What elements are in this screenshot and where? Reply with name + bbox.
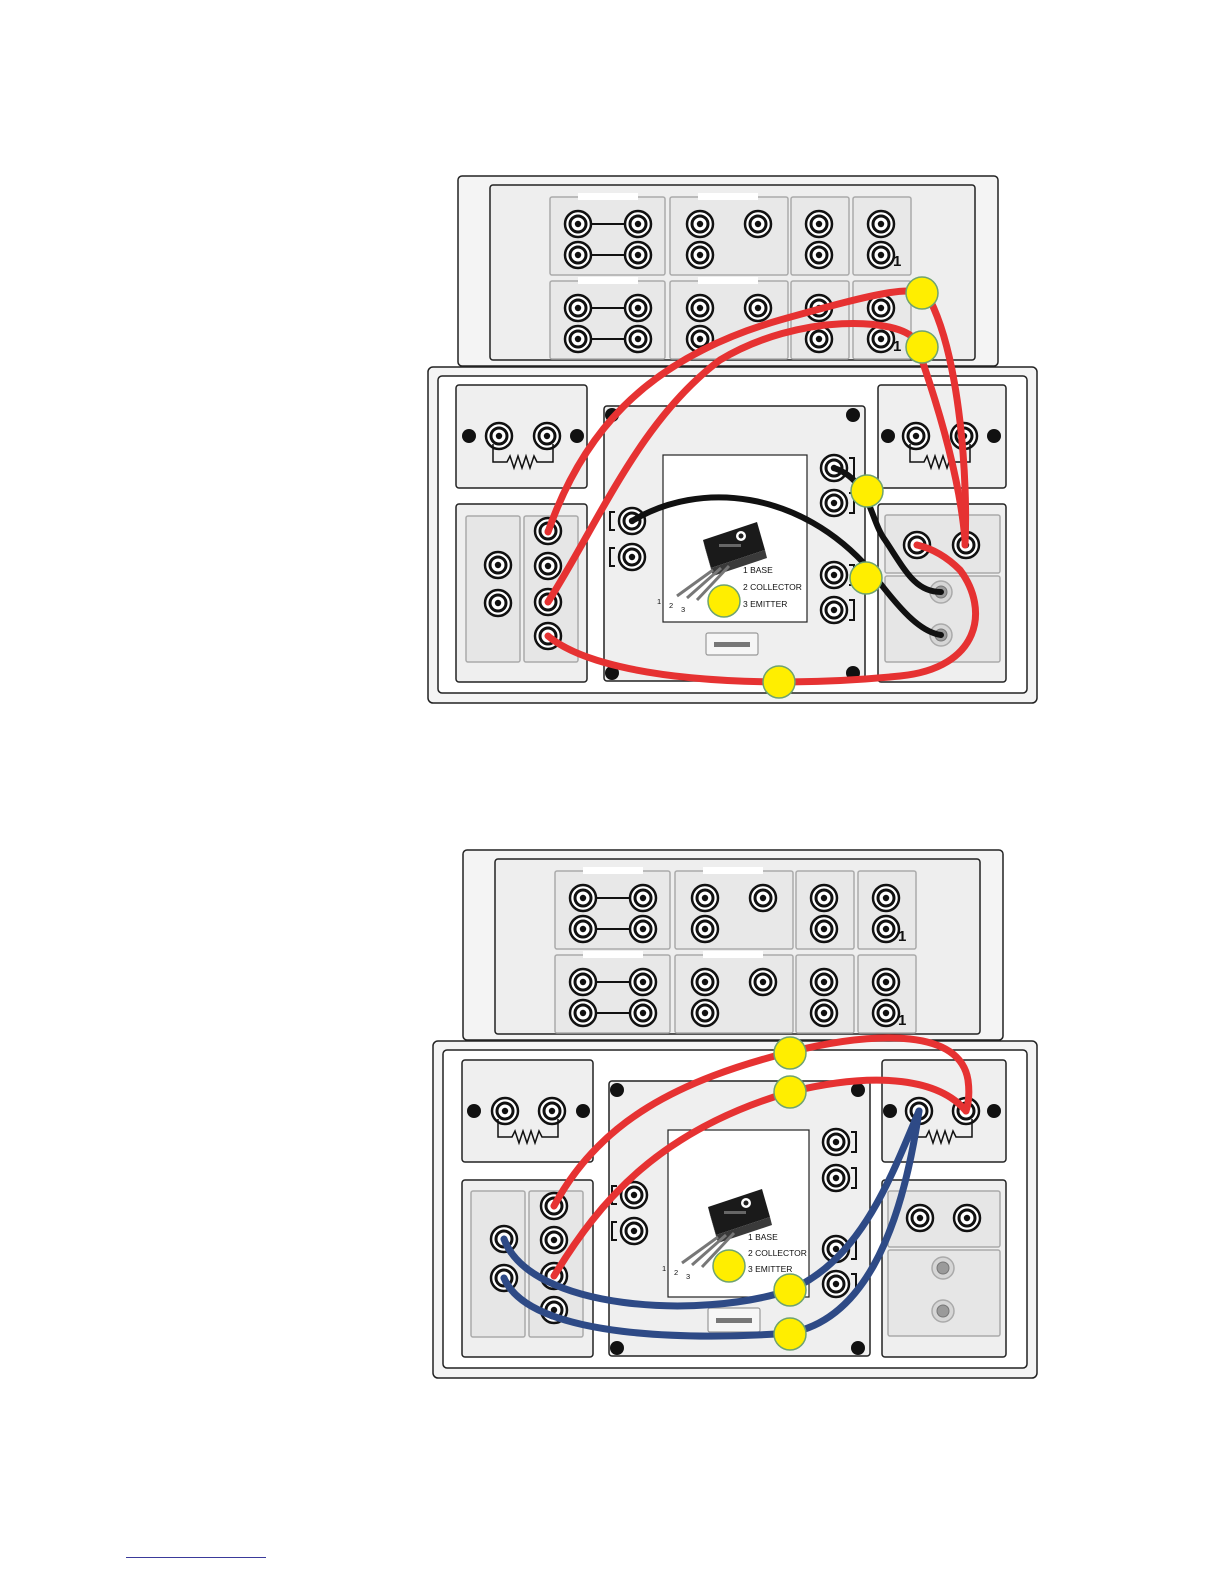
label-emitter: 3 EMITTER [743, 599, 787, 609]
label-emitter: 3 EMITTER [748, 1264, 792, 1274]
module-tag: 1 [898, 1012, 906, 1029]
marker-dot [906, 331, 938, 363]
pin-label: 2 [669, 601, 673, 610]
marker-dot [774, 1076, 806, 1108]
label-collector: 2 COLLECTOR [743, 582, 802, 592]
socket-icon[interactable] [619, 544, 645, 570]
marker-dot [850, 562, 882, 594]
pin-label: 3 [686, 1272, 690, 1281]
socket-icon[interactable] [485, 552, 511, 578]
socket-icon[interactable] [534, 423, 560, 449]
pin-label: 3 [681, 605, 685, 614]
socket-icon[interactable] [907, 1205, 933, 1231]
module-tag: 1 [893, 338, 901, 355]
marker-dot [774, 1318, 806, 1350]
mounting-screw-icon [570, 429, 584, 443]
socket-icon[interactable] [486, 423, 512, 449]
socket-icon[interactable] [621, 1218, 647, 1244]
socket-icon[interactable] [954, 1205, 980, 1231]
marker-dot [763, 666, 795, 698]
socket-icon[interactable] [903, 423, 929, 449]
marker-dot [774, 1037, 806, 1069]
wiring-diagram-2: 1 1 [433, 850, 1037, 1378]
label-base: 1 BASE [748, 1232, 778, 1242]
module-tag: 1 [898, 928, 906, 945]
label-collector: 2 COLLECTOR [748, 1248, 807, 1258]
marker-dot [774, 1274, 806, 1306]
socket-icon[interactable] [821, 562, 847, 588]
banana-hole-icon[interactable] [932, 1257, 954, 1279]
marker-dot [906, 277, 938, 309]
pin-label: 1 [662, 1264, 666, 1273]
socket-icon[interactable] [823, 1271, 849, 1297]
banana-hole-icon[interactable] [932, 1300, 954, 1322]
marker-dot [713, 1250, 745, 1282]
module-tag: 1 [893, 253, 901, 270]
socket-icon[interactable] [539, 1098, 565, 1124]
socket-icon[interactable] [823, 1165, 849, 1191]
socket-icon[interactable] [821, 597, 847, 623]
base-board: 1 BASE 2 COLLECTOR 3 EMITTER 1 2 3 [428, 367, 1037, 703]
socket-icon[interactable] [535, 553, 561, 579]
mounting-screw-icon [462, 429, 476, 443]
socket-icon[interactable] [492, 1098, 518, 1124]
socket-icon[interactable] [823, 1129, 849, 1155]
label-base: 1 BASE [743, 565, 773, 575]
footnote-rule [126, 1557, 266, 1558]
marker-dot [851, 475, 883, 507]
socket-icon[interactable] [485, 590, 511, 616]
socket-icon[interactable] [821, 490, 847, 516]
top-module [463, 850, 1003, 1040]
socket-icon[interactable] [541, 1227, 567, 1253]
pin-label: 1 [657, 597, 661, 606]
marker-dot [708, 585, 740, 617]
pin-label: 2 [674, 1268, 678, 1277]
wiring-diagram-1: 1 1 [428, 176, 1037, 703]
